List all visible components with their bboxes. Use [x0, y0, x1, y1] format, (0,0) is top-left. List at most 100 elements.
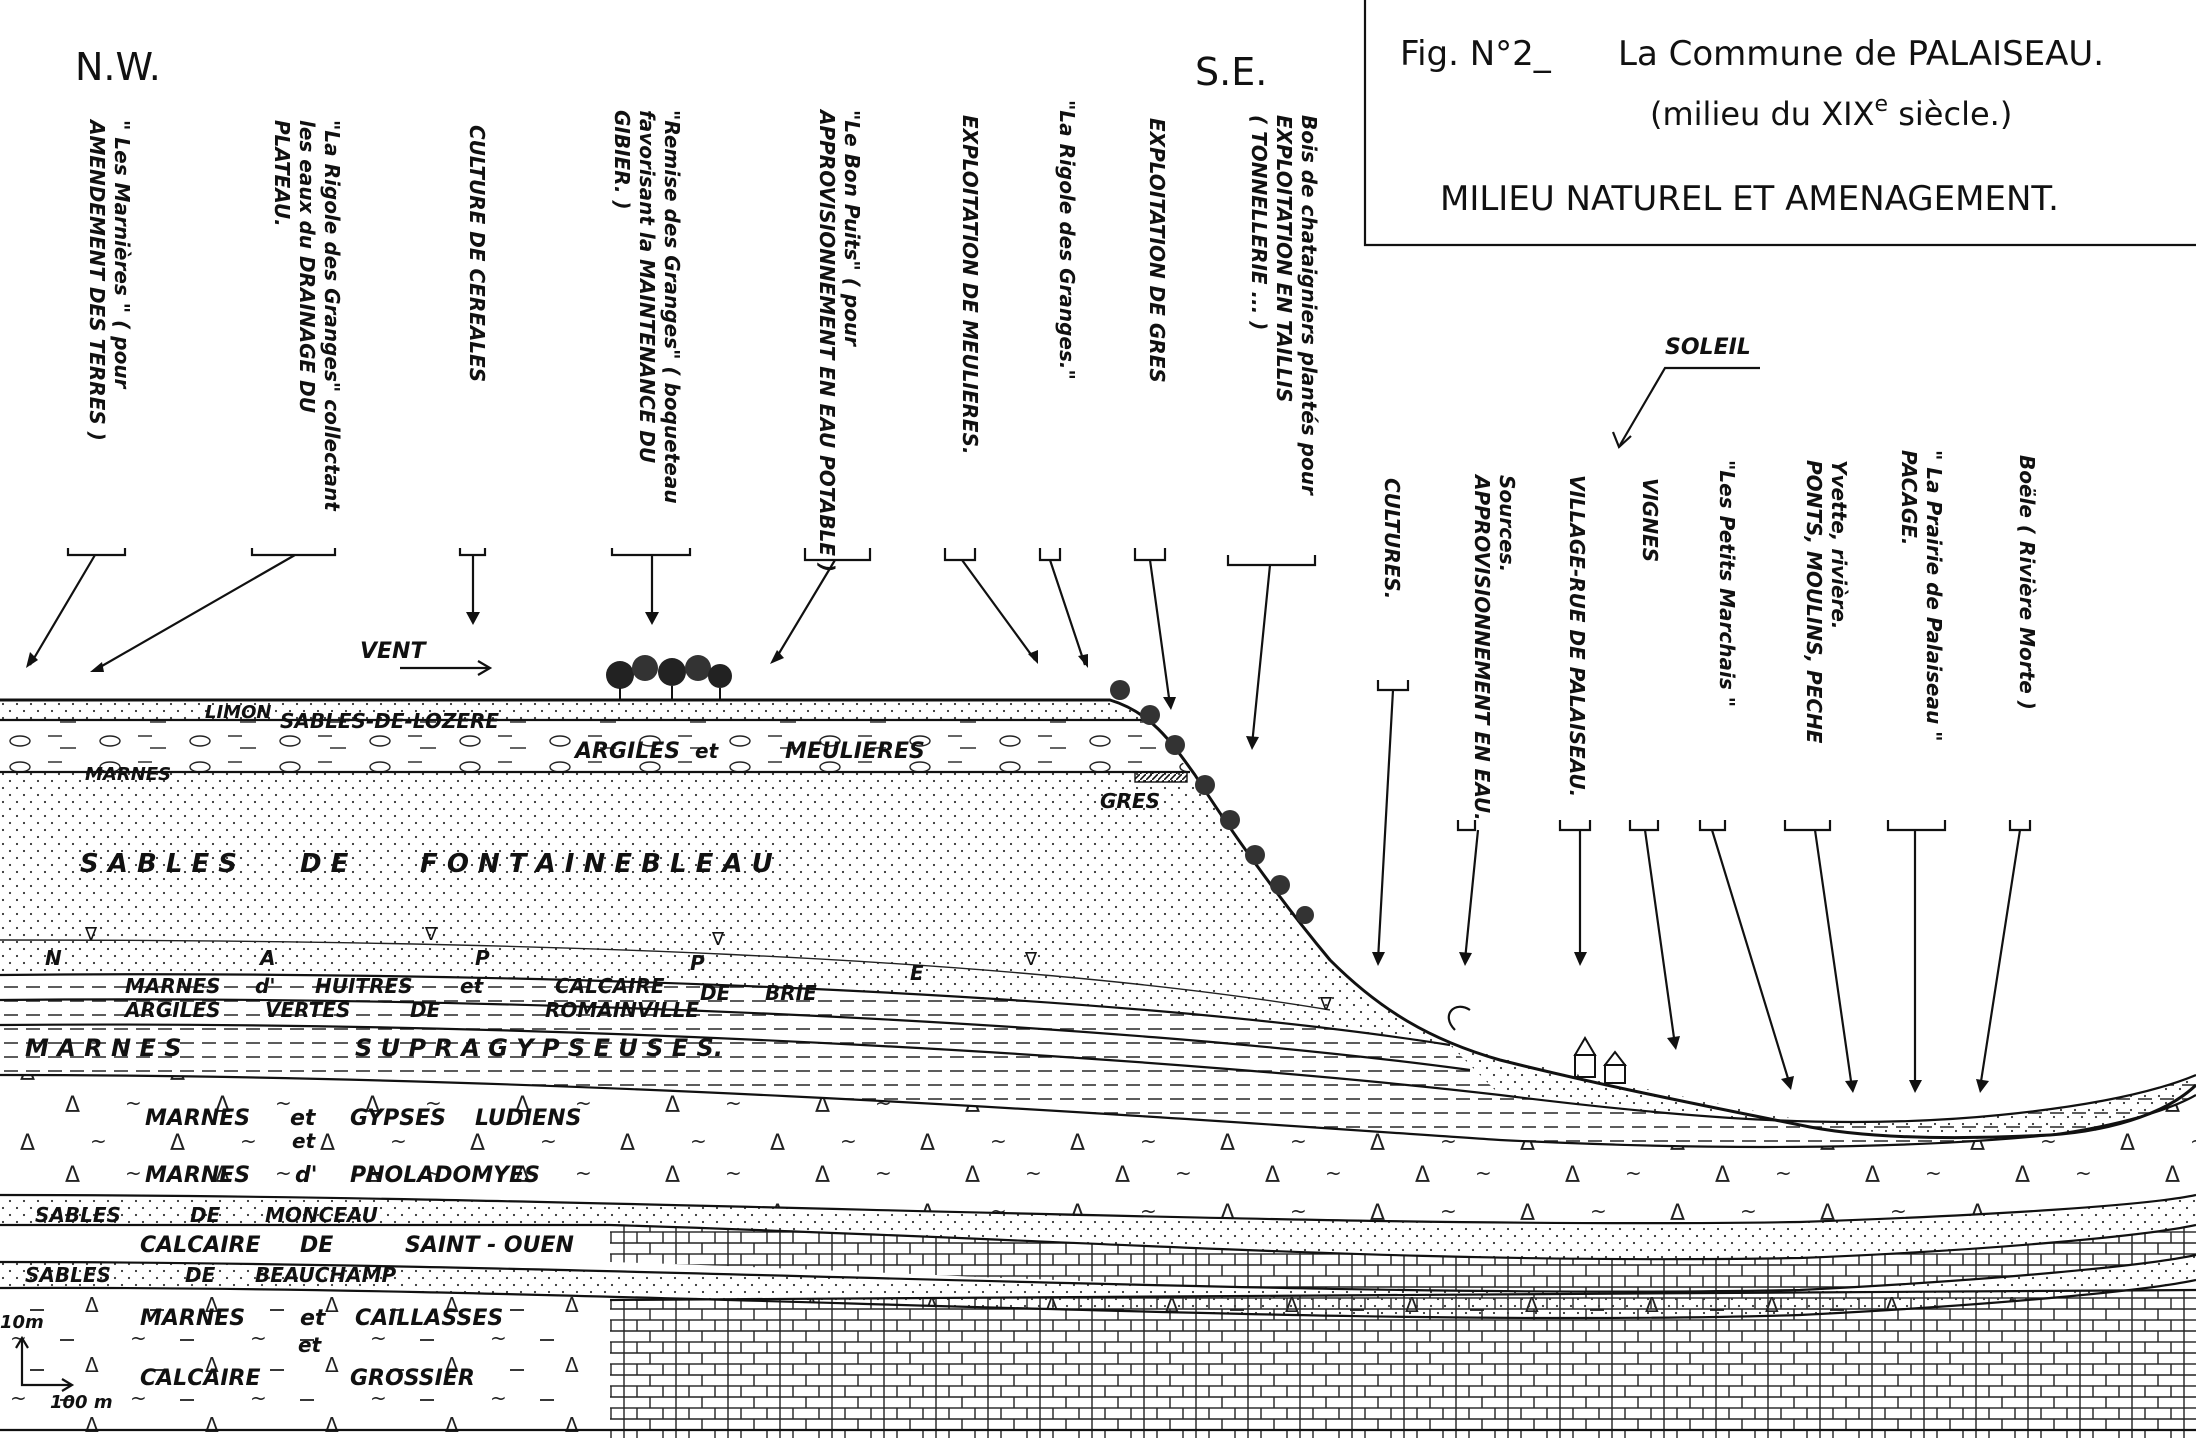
- spring-arrow-icon: [1447, 1005, 1471, 1031]
- figure-heading: MILIEU NATUREL ET AMENAGEMENT.: [1440, 179, 2059, 219]
- layer-calcaire-grossier: [610, 1290, 2196, 1438]
- village-houses: [1573, 1036, 1628, 1084]
- label-nappe-p2: P: [690, 951, 705, 975]
- layer-argiles-vertes: [0, 974, 1500, 1095]
- strata: [0, 700, 2196, 1438]
- label-gypses-et: et: [290, 1106, 317, 1131]
- label-vertes-de: DE: [410, 998, 441, 1022]
- svg-text:∇: ∇: [711, 929, 725, 950]
- annotation-prairie-1: " La Prairie de Palaiseau ": [1922, 450, 1946, 742]
- annotation-sources-1: Sources.: [1495, 475, 1519, 572]
- label-beauchamp-sables: SABLES: [25, 1263, 111, 1287]
- chestnut-woods: [1110, 680, 1314, 924]
- label-gres: GRES: [1100, 789, 1160, 813]
- label-argiles-vertes: ARGILES: [123, 998, 221, 1022]
- annotation-remise-1: "Remise des Granges" ( boqueteau: [660, 110, 684, 504]
- boqueteau-trees: [606, 655, 732, 700]
- layer-saint-ouen: [610, 1225, 2196, 1293]
- label-caillasses: CAILLASSES: [355, 1306, 503, 1331]
- annotation-remise-2: favorisant la MAINTENANCE DU: [635, 110, 659, 463]
- orientation-nw: N.W.: [75, 45, 161, 89]
- label-saint-ouen: SAINT - OUEN: [405, 1233, 574, 1258]
- layer-gypses: [0, 1075, 2196, 1224]
- layer-lozere: [0, 700, 1150, 720]
- label-romainville: ROMAINVILLE: [545, 998, 699, 1022]
- annotation-prairie-2: PACAGE.: [1897, 450, 1921, 546]
- label-nappe-p1: P: [475, 946, 490, 970]
- label-argiles-et: et: [695, 739, 720, 763]
- label-monceau: MONCEAU: [265, 1203, 378, 1227]
- layer-caillasses: [0, 1280, 2196, 1438]
- label-argiles: ARGILES: [573, 739, 680, 764]
- layer-labels: LIMON SABLES-DE-LOZERE ARGILES et MEULIE…: [25, 702, 1160, 1391]
- scale-horizontal-label: 100 m: [50, 1392, 113, 1413]
- sun-indicator: SOLEIL: [1611, 335, 1760, 449]
- label-grossier-et: et: [298, 1333, 323, 1357]
- layer-monceau: [0, 1195, 2196, 1260]
- annotation-vignes: VIGNES: [1638, 478, 1662, 562]
- annotation-rigole-plateau-3: PLATEAU.: [270, 120, 294, 227]
- annotation-boele: Boële ( Rivière Morte ): [2015, 455, 2039, 710]
- annotation-yvette-1: Yvette, rivière.: [1827, 460, 1851, 630]
- label-pholadomyes-et: et: [292, 1129, 317, 1153]
- label-meulieres: MEULIERES: [785, 739, 925, 764]
- label-marnes: MARNES: [85, 764, 171, 785]
- layer-alluvium: [1450, 1045, 2196, 1139]
- annotation-bon-puits-1: "Le Bon Puits" ( pour: [840, 110, 864, 347]
- label-vertes: VERTES: [265, 998, 350, 1022]
- label-saint-ouen-de: DE: [300, 1233, 333, 1258]
- svg-text:∇: ∇: [1024, 949, 1038, 970]
- label-supragypseuses: S U P R A G Y P S E U S E S.: [355, 1034, 723, 1062]
- label-grossier-calcaire: CALCAIRE: [140, 1366, 261, 1391]
- label-gypses-marnes: MARNES: [145, 1106, 250, 1131]
- annotation-chataigniers-3: ( TONNELLERIE ... ): [1247, 115, 1271, 330]
- wind-indicator: VENT: [360, 639, 493, 676]
- soleil-label: SOLEIL: [1665, 335, 1751, 360]
- annotation-yvette-2: PONTS, MOULINS, PECHE: [1802, 460, 1826, 744]
- layer-fontainebleau: [0, 772, 1450, 1045]
- label-fontainebleau-sables: S A B L E S: [80, 849, 237, 879]
- annotation-village: VILLAGE-RUE DE PALAISEAU.: [1565, 475, 1589, 797]
- vegetation: [606, 655, 1628, 1084]
- annotation-cultures: CULTURES.: [1380, 478, 1404, 599]
- leader-arrows: [26, 548, 2032, 1093]
- annotation-petits-marchais: "Les Petits Marchais ": [1715, 460, 1739, 707]
- svg-text:∇: ∇: [424, 924, 438, 945]
- label-caillasses-marnes: MARNES: [140, 1306, 245, 1331]
- svg-text:∇: ∇: [1319, 994, 1333, 1015]
- annotation-bon-puits-2: APPROVISIONNEMENT EN EAU POTABLE ): [815, 108, 839, 572]
- annotation-marnieres-1: " Les Marnières " ( pour: [110, 120, 134, 390]
- label-grossier: GROSSIER: [350, 1366, 475, 1391]
- annotation-chataigniers-1: Bois de chataigniers plantés pour: [1297, 115, 1321, 496]
- label-calcaire-brie: CALCAIRE: [555, 974, 665, 998]
- svg-text:∇: ∇: [84, 924, 98, 945]
- annotation-meulieres: EXPLOITATION DE MEULIERES.: [958, 115, 982, 455]
- label-saint-ouen-calcaire: CALCAIRE: [140, 1233, 261, 1258]
- label-pholadomyes-d: d': [295, 1163, 317, 1188]
- label-brie-de: DE: [700, 981, 731, 1005]
- annotation-cereales: CULTURE DE CEREALES: [465, 125, 489, 382]
- label-limon: LIMON: [205, 702, 271, 723]
- orientation-se: S.E.: [1195, 50, 1267, 94]
- title-box: Fig. N°2_ La Commune de PALAISEAU. (mili…: [1363, 0, 2196, 247]
- label-monceau-de: DE: [190, 1203, 221, 1227]
- annotation-marnieres-2: AMENDEMENT DES TERRES ): [85, 118, 109, 441]
- label-brie: BRIE: [765, 981, 817, 1005]
- label-nappe-n: N: [45, 946, 62, 970]
- label-supra-marnes: M A R N E S: [25, 1034, 181, 1062]
- vent-label: VENT: [360, 639, 427, 664]
- label-fontainebleau: F O N T A I N E B L E A U: [420, 849, 773, 879]
- label-beauchamp-de: DE: [185, 1263, 216, 1287]
- annotation-sources-2: APPROVISIONNEMENT EN EAU.: [1470, 473, 1494, 821]
- label-fontainebleau-de: D E: [300, 849, 349, 879]
- label-nappe-a: A: [258, 946, 275, 970]
- label-ludiens: LUDIENS: [475, 1106, 581, 1131]
- label-pholadomyes: PHOLADOMYES: [350, 1163, 540, 1188]
- label-huitres-marnes: MARNES: [125, 974, 221, 998]
- layer-supragypseuses: [0, 1024, 2196, 1147]
- label-huitres-et: et: [460, 974, 485, 998]
- water-table-marks: ∇ ∇ ∇ ∇ ∇: [84, 924, 1333, 1015]
- annotation-rigole-plateau-2: les eaux du DRAINAGE DU: [295, 120, 319, 413]
- annotation-gres: EXPLOITATION DE GRES: [1145, 118, 1169, 383]
